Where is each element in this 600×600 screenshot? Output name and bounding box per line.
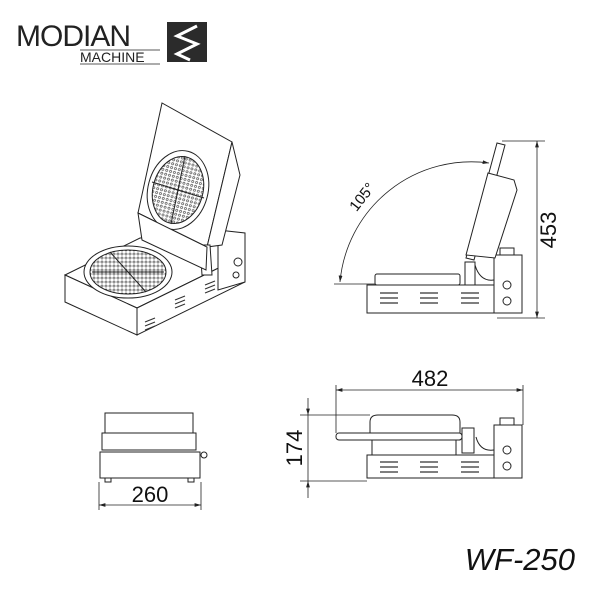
dimension-length: 482 bbox=[412, 366, 449, 391]
side-view-open: 453 105° bbox=[334, 140, 561, 319]
dimension-angle: 105° bbox=[346, 180, 379, 215]
logo-sub: MACHINE bbox=[80, 49, 145, 65]
side-view-closed: 482 174 bbox=[282, 366, 524, 498]
model-label: WF-250 bbox=[465, 542, 575, 577]
logo-brand: MODIAN bbox=[16, 20, 130, 53]
front-view: 260 bbox=[98, 412, 208, 510]
dimension-height-open: 453 bbox=[536, 212, 561, 249]
dimension-width: 260 bbox=[132, 482, 169, 507]
logo-mark-icon bbox=[167, 22, 207, 62]
dimension-height-closed: 174 bbox=[282, 430, 307, 467]
logo: MODIAN MACHINE bbox=[16, 20, 207, 65]
isometric-view bbox=[63, 102, 246, 336]
